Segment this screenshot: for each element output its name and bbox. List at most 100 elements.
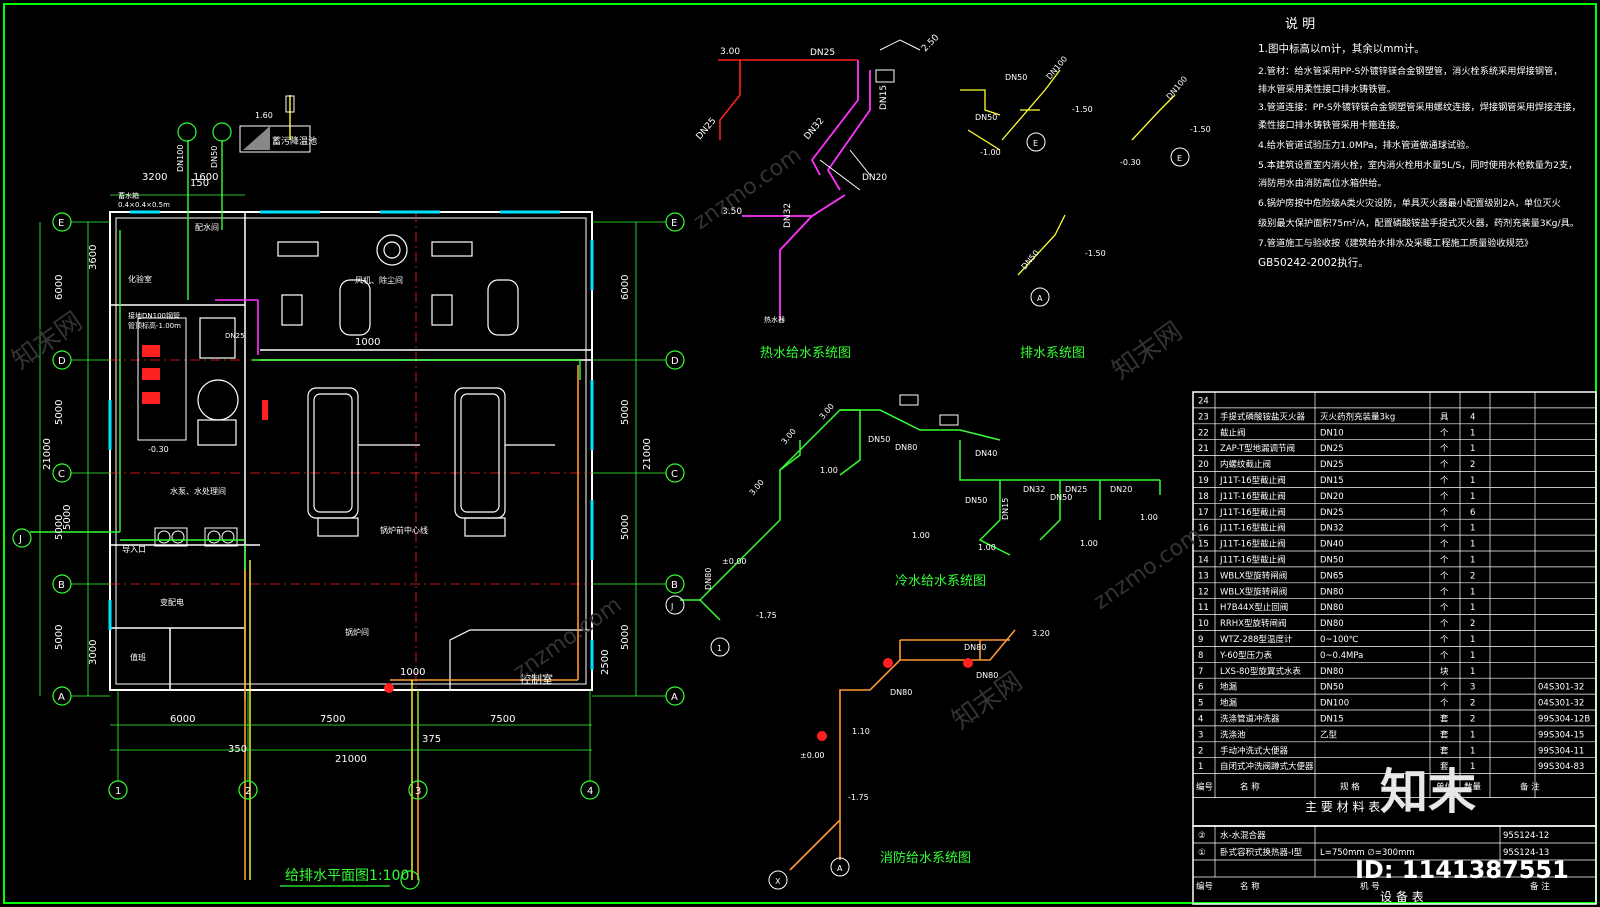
mat-row-11-no: 14 bbox=[1198, 556, 1209, 566]
mat-row-13-qty: 1 bbox=[1470, 587, 1475, 597]
cw-12: DN32 bbox=[1023, 485, 1045, 494]
mat-row-20-unit: 个 bbox=[1440, 699, 1449, 709]
fw-9: DN80 bbox=[976, 671, 998, 680]
mat-header-2: 规 格 bbox=[1340, 782, 1360, 793]
hw-dn25: DN25 bbox=[810, 48, 835, 58]
mat-row-2-spec: 灭火药剂充装量3kg bbox=[1320, 411, 1395, 422]
mat-row-5-qty: 2 bbox=[1470, 460, 1475, 470]
mat-row-17-qty: 1 bbox=[1470, 651, 1475, 661]
mat-row-21-unit: 套 bbox=[1440, 714, 1449, 725]
dim-right-21000: 21000 bbox=[642, 438, 653, 470]
mat-row-12-qty: 2 bbox=[1470, 571, 1475, 581]
mat-row-20-note: 04S301-32 bbox=[1538, 699, 1584, 709]
mat-row-5-name: 内螺纹截止阀 bbox=[1220, 459, 1271, 470]
dim-left-5000-a: 5000 bbox=[54, 400, 65, 425]
room-water: 配水间 bbox=[195, 222, 219, 232]
fw-3: DN80 bbox=[890, 688, 912, 697]
hw-dn32-b: DN32 bbox=[803, 116, 827, 142]
dim-left-21000: 21000 bbox=[42, 438, 53, 470]
label-dn100: DN100 bbox=[176, 145, 185, 172]
mat-row-20-spec: DN100 bbox=[1320, 699, 1349, 709]
fw-2: DN80 bbox=[964, 643, 986, 652]
dr-2: -1.50 bbox=[1190, 125, 1211, 134]
mat-row-18-qty: 1 bbox=[1470, 667, 1475, 677]
mat-row-24-qty: 1 bbox=[1470, 762, 1475, 772]
hw-dn15: DN15 bbox=[879, 85, 889, 110]
note-line-1: 1.图中标高以m计，其余以mm计。 bbox=[1258, 42, 1425, 55]
mat-row-8-no: 17 bbox=[1198, 508, 1209, 518]
note-line-12: GB50242-2002执行。 bbox=[1258, 256, 1369, 269]
room-boiler: 锅炉间 bbox=[345, 627, 369, 637]
mat-row-14-unit: 个 bbox=[1440, 603, 1449, 613]
mat-row-1-no: 24 bbox=[1198, 397, 1209, 407]
fw-6: -1.75 bbox=[848, 793, 869, 802]
mat-row-8-spec: DN25 bbox=[1320, 508, 1344, 518]
mat-row-18-spec: DN80 bbox=[1320, 667, 1344, 677]
note-line-10: 级别最大保护面积75m²/A，配置磷酸铵盐手提式灭火器，药剂充装量3Kg/具。 bbox=[1258, 217, 1579, 229]
dr-1: -1.50 bbox=[1072, 105, 1093, 114]
mat-header-3: 单位 bbox=[1436, 782, 1454, 793]
mat-row-22-name: 洗涤池 bbox=[1220, 729, 1246, 740]
mat-header-0: 编号 bbox=[1196, 782, 1213, 793]
cw-13: DN25 bbox=[1065, 485, 1087, 494]
mat-row-4-qty: 1 bbox=[1470, 444, 1475, 454]
axis-label-B-left: B bbox=[58, 580, 65, 591]
eq-row-1-note: 95S124-12 bbox=[1503, 831, 1549, 841]
fire-water-diagram bbox=[789, 629, 1016, 871]
drainage-diagram bbox=[960, 69, 1176, 276]
note-line-7: 5.本建筑设置室内消火栓，室内消火栓用水量5L/S，同时使用水枪数量为2支， bbox=[1258, 159, 1577, 171]
axis-label-A-left: A bbox=[58, 692, 65, 703]
cw-1: 3.00 bbox=[748, 478, 766, 497]
dim-right-5000-a: 5000 bbox=[620, 400, 631, 425]
mat-row-11-unit: 个 bbox=[1440, 556, 1449, 566]
axis-label-E-right: E bbox=[671, 218, 677, 229]
notes-title: 说 明 bbox=[1285, 17, 1315, 32]
mat-row-3-qty: 1 bbox=[1470, 428, 1475, 438]
mat-row-24-no: 1 bbox=[1198, 762, 1203, 772]
elev-030: -0.30 bbox=[148, 445, 169, 454]
mat-row-7-spec: DN20 bbox=[1320, 492, 1344, 502]
mat-row-21-name: 洗涤管道冲洗器 bbox=[1220, 714, 1280, 725]
mat-row-9-qty: 1 bbox=[1470, 524, 1475, 534]
mat-row-16-spec: 0~100℃ bbox=[1320, 635, 1359, 645]
dim-right-6000: 6000 bbox=[620, 275, 631, 300]
dim-bottom-375: 375 bbox=[422, 734, 441, 745]
mat-row-10-unit: 个 bbox=[1440, 540, 1449, 550]
boiler-centerline: 锅炉前中心线 bbox=[380, 525, 428, 535]
equipment-table-title: 设 备 表 bbox=[1380, 890, 1424, 904]
mat-header-5: 备 注 bbox=[1520, 782, 1540, 793]
mat-row-16-name: WTZ-288型温度计 bbox=[1220, 634, 1293, 645]
mat-row-23-note: 99S304-11 bbox=[1538, 746, 1584, 756]
mat-row-15-spec: DN80 bbox=[1320, 619, 1344, 629]
dr-axis-E: E bbox=[1033, 139, 1038, 148]
mat-row-4-unit: 个 bbox=[1440, 444, 1449, 454]
note-line-4: 3.管道连接：PP-S外镀锌镁合金钢塑管采用螺纹连接，焊接钢管采用焊接连接， bbox=[1258, 101, 1581, 113]
eq-row-2-no: ① bbox=[1198, 848, 1206, 858]
room-power: 变配电 bbox=[160, 597, 184, 607]
mat-row-4-spec: DN25 bbox=[1320, 444, 1344, 454]
cw-3: 3.00 bbox=[818, 402, 836, 421]
axis-label-B-right: B bbox=[671, 580, 678, 591]
notes-block: 说 明 1.图中标高以m计，其余以mm计。 2.管材：给水管采用PP-S外镀锌镁… bbox=[1258, 17, 1581, 269]
axis-label-J: J bbox=[18, 534, 22, 545]
mat-row-17-unit: 个 bbox=[1440, 651, 1449, 661]
cw-11: DN40 bbox=[975, 449, 997, 458]
plan-text: E D C B A E D C B A J 1 2 3 4 6000 7500 … bbox=[18, 111, 679, 797]
hw-2.50: 2.50 bbox=[920, 33, 941, 54]
mat-row-19-qty: 3 bbox=[1470, 683, 1475, 693]
label-dn50: DN50 bbox=[210, 146, 219, 168]
mat-row-18-no: 7 bbox=[1198, 667, 1203, 677]
mat-row-19-no: 6 bbox=[1198, 683, 1203, 693]
mat-row-14-no: 11 bbox=[1198, 603, 1209, 613]
mat-row-11-qty: 1 bbox=[1470, 556, 1475, 566]
watermark-site-3: znzmo.com bbox=[1089, 522, 1206, 614]
mat-row-10-name: J11T-16型截止阀 bbox=[1219, 539, 1286, 550]
dim-top-1600: 1600 bbox=[193, 172, 218, 183]
material-table-title: 主 要 材 料 表 bbox=[1305, 800, 1380, 814]
axis-label-A-right: A bbox=[671, 692, 678, 703]
note-line-8: 消防用水由消防高位水箱供给。 bbox=[1258, 177, 1387, 189]
eq-header-3: 备 注 bbox=[1530, 881, 1550, 892]
mat-row-22-unit: 套 bbox=[1440, 729, 1449, 740]
cw-axis-1: 1 bbox=[717, 644, 722, 653]
